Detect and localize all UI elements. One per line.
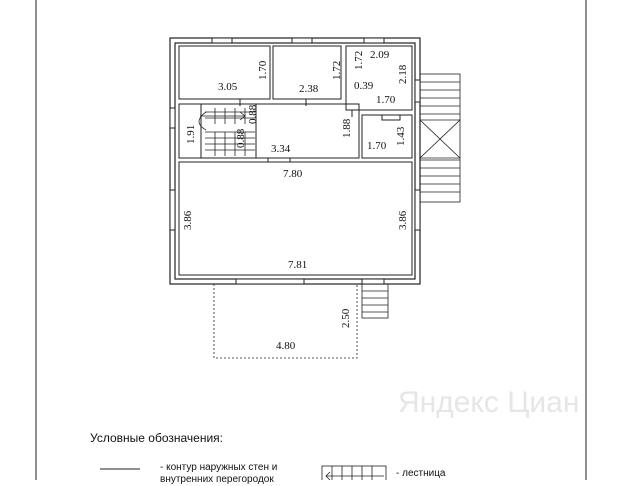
dim-living-height-right: 3.86 [397, 210, 409, 230]
dim-room1-height: 1.70 [257, 60, 269, 80]
dim-terrace-width: 4.80 [276, 340, 296, 352]
exterior-stair-terrace [361, 283, 389, 319]
legend-title: Условные обозначения: [90, 431, 223, 445]
dim-room3-width: 2.09 [370, 49, 390, 61]
dim-room1-width: 3.05 [218, 81, 238, 93]
legend-stair-symbol [321, 465, 387, 480]
dim-stair-height: 1.91 [185, 125, 197, 144]
dim-bath-height: 1.43 [395, 126, 407, 146]
dim-terrace-depth: 2.50 [340, 308, 352, 328]
doors [239, 99, 353, 162]
dim-room3-small: 0.39 [354, 80, 374, 92]
dim-bath-width: 1.70 [367, 140, 387, 152]
dim-hall-lower-small: 0.88 [235, 128, 247, 148]
watermark: Яндекс Циан [398, 386, 579, 419]
dim-total-width-top: 7.80 [283, 168, 303, 180]
dim-living-height-left: 3.86 [182, 210, 194, 230]
dim-hall-width: 3.34 [271, 143, 291, 155]
dim-room3-height-left: 1.72 [353, 51, 365, 70]
sheet-frame [35, 0, 587, 480]
outer-walls [169, 37, 421, 285]
dim-total-width-bottom: 7.81 [288, 259, 307, 271]
dim-room2-height: 1.72 [331, 61, 343, 80]
exterior-stair-right [418, 73, 462, 203]
terrace-outline [213, 284, 358, 359]
dim-room2-width: 2.38 [299, 83, 319, 95]
interior-partitions [178, 45, 413, 276]
dim-room3-bottom: 1.70 [376, 94, 396, 106]
legend-stairs-label: - лестница [396, 468, 446, 479]
legend-walls-label: - контур наружных стен и внутренних пере… [160, 462, 277, 486]
legend-walls-line1: - контур наружных стен и [160, 462, 278, 473]
interior-staircase [198, 108, 255, 156]
legend-walls-line2: внутренних перегородок [160, 474, 274, 485]
dim-hall-height: 1.88 [341, 118, 353, 138]
dim-room3-height-right: 2.18 [397, 64, 409, 84]
windows [169, 37, 421, 285]
dim-hall-upper-small: 0.88 [247, 104, 259, 124]
